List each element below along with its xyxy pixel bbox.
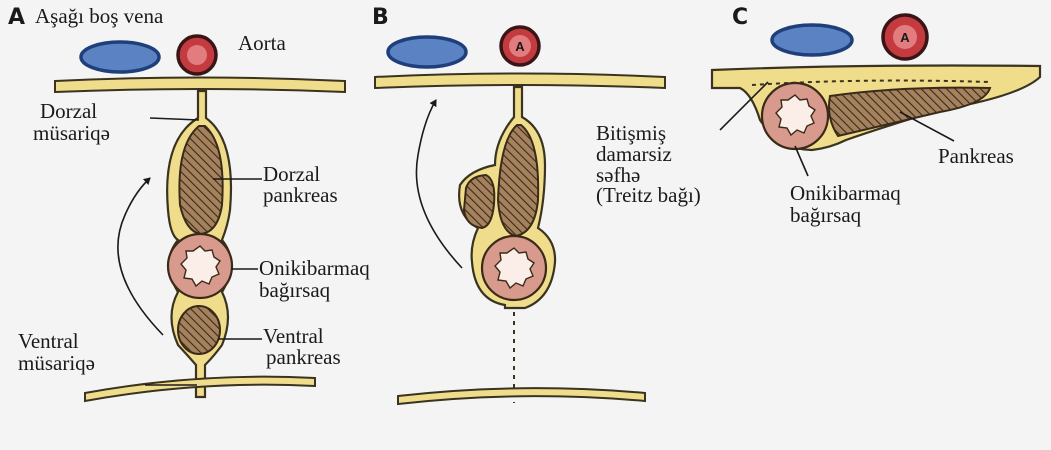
panel-c: C A Bitişmiş damarsiz səfhə (Treitz bağı… [596, 5, 1040, 227]
rotation-arrow-b [416, 100, 462, 268]
label-aorta: Aorta [238, 31, 286, 55]
label-dorsal-pancreas-2: pankreas [263, 183, 338, 207]
panel-b-letter: B [372, 5, 389, 30]
leader-dorsal-mesentery [150, 118, 199, 120]
label-ventral-pancreas-2: pankreas [266, 345, 341, 369]
panel-a-letter: A [8, 5, 25, 30]
label-inferior-vena-cava: Aşağı boş vena [35, 4, 164, 28]
ventral-pancreas-a [178, 306, 220, 354]
rotation-arrow-a [118, 178, 163, 335]
posterior-abdominal-wall-b [375, 74, 665, 89]
panel-a: A Aşağı boş vena Aorta Dorzal müsariqə D… [8, 4, 370, 401]
posterior-abdominal-wall-a [55, 78, 345, 93]
aorta-badge-c: A [900, 30, 910, 45]
label-ventral-mesentery-1: Ventral [18, 329, 79, 353]
label-duodenum-a-2: bağırsaq [259, 278, 331, 302]
panel-c-letter: C [732, 5, 748, 30]
leader-pancreas-c [900, 112, 954, 141]
pancreas-c [829, 88, 990, 136]
label-pancreas-c: Pankreas [938, 144, 1014, 168]
label-dorsal-mesentery-2: müsariqə [33, 121, 110, 145]
label-fusion-fascia-4: (Treitz bağı) [596, 183, 701, 207]
label-dorsal-mesentery-1: Dorzal [40, 99, 97, 123]
aorta-lumen [187, 45, 207, 65]
label-duodenum-a-1: Onikibarmaq [259, 256, 370, 280]
label-duodenum-c-1: Onikibarmaq [790, 181, 901, 205]
label-ventral-mesentery-2: müsariqə [18, 351, 95, 375]
aorta-badge-b: A [515, 39, 525, 54]
label-duodenum-c-2: bağırsaq [790, 203, 862, 227]
inferior-vena-cava-shape-c [772, 25, 852, 55]
inferior-vena-cava-shape-b [388, 37, 466, 67]
anterior-abdominal-wall-b [398, 388, 645, 404]
ventral-pancreas-b [464, 175, 494, 228]
inferior-vena-cava-shape [81, 42, 159, 72]
